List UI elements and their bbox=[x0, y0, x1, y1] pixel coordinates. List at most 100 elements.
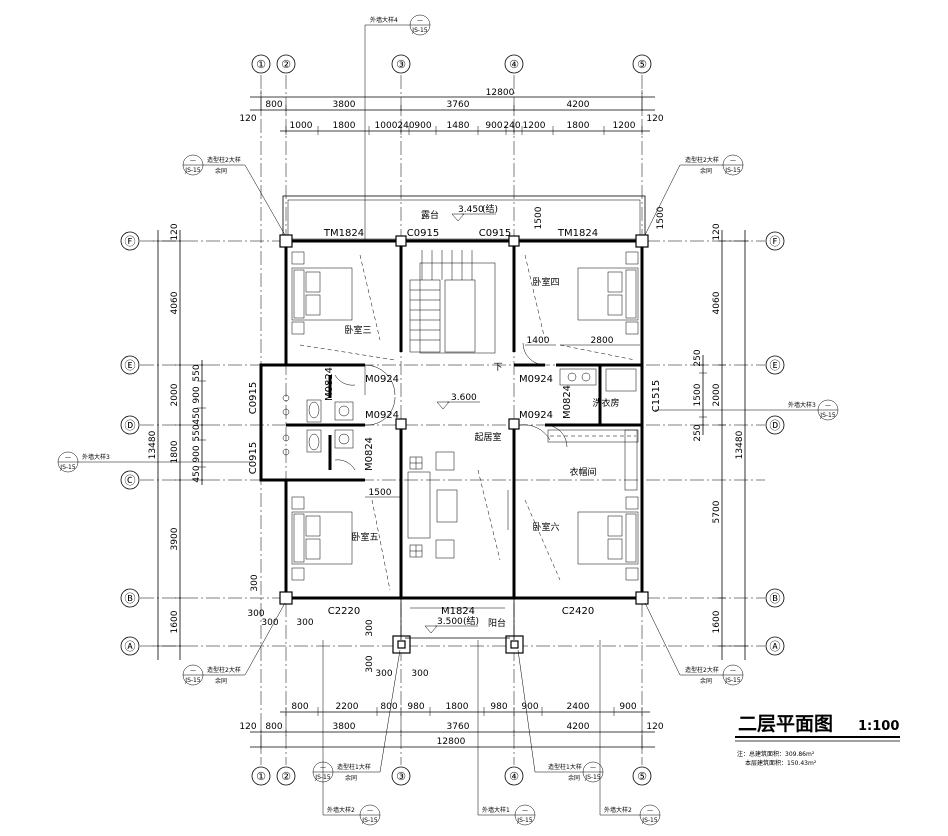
dim-bedroom5-1500: 1500 bbox=[369, 488, 392, 498]
axis-3-bottom: ③ bbox=[396, 770, 406, 783]
axis-5-top: ⑤ bbox=[637, 58, 647, 71]
callout-col1-r-sheet: JS-15 bbox=[584, 774, 601, 781]
label-m0824-1: M0824 bbox=[324, 367, 335, 401]
dim-bot-edge-right: 120 bbox=[646, 722, 663, 732]
label-tm1824-right: TM1824 bbox=[557, 228, 598, 239]
callout-wall4-sheet: JS-15 bbox=[411, 27, 428, 34]
callout-col1-r-dash: — bbox=[590, 764, 596, 771]
label-c1515: C1515 bbox=[651, 380, 662, 412]
callout-wall2-r-text: 外墙大样2 bbox=[604, 806, 632, 814]
label-m0824-3: M0824 bbox=[562, 385, 573, 419]
axis-4-bottom: ④ bbox=[509, 770, 519, 783]
dim-right-r1-2: 5700 bbox=[712, 500, 722, 523]
label-c0915-left1: C0915 bbox=[248, 382, 259, 414]
dim-bot-r2-3: 980 bbox=[407, 702, 424, 712]
axis-2-top: ② bbox=[281, 58, 291, 71]
callout-col2-tl-same: 余同 bbox=[215, 167, 227, 175]
dim-bot-r2-2: 800 bbox=[380, 702, 397, 712]
callout-wall1-dash: — bbox=[522, 807, 528, 814]
label-balcony: 阳台 bbox=[488, 617, 506, 629]
dim-top-edge-right: 120 bbox=[646, 114, 663, 124]
label-tm1824-left: TM1824 bbox=[323, 228, 364, 239]
axis-a-left: Ⓐ bbox=[125, 640, 136, 653]
dim-300-d: 300 bbox=[296, 618, 313, 628]
label-bedroom5: 卧室五 bbox=[351, 531, 378, 543]
dim-300-e: 300 bbox=[365, 619, 375, 636]
dim-300-g: 300 bbox=[375, 669, 392, 679]
dim-top-r2-7: 240 bbox=[503, 121, 520, 131]
label-balcony-elev: 3.500 bbox=[437, 617, 463, 627]
dim-bot-r1-0: 800 bbox=[265, 722, 282, 732]
label-terrace-suffix: (结) bbox=[482, 203, 498, 215]
callout-col1-l-text: 造型柱1大样 bbox=[337, 763, 371, 771]
dim-bot-r2-5: 980 bbox=[490, 702, 507, 712]
dim-300-a: 300 bbox=[250, 574, 260, 591]
drawing-scale: 1:100 bbox=[858, 719, 899, 734]
axis-b-right: Ⓑ bbox=[770, 592, 781, 605]
dim-right-r2-0: 250 bbox=[693, 349, 703, 366]
callout-col2-bl-sheet: JS-15 bbox=[184, 677, 201, 684]
label-laundry: 洗衣房 bbox=[592, 397, 619, 409]
axis-labels: ① ② ③ ④ ⑤ ① ② ③ ④ ⑤ Ⓕ Ⓔ Ⓓ Ⓒ Ⓑ Ⓐ Ⓕ Ⓔ Ⓓ Ⓑ … bbox=[125, 58, 781, 783]
grid-lines bbox=[140, 75, 765, 765]
living-room: 起居室 3.600 bbox=[407, 393, 509, 561]
dim-left-r2-0: 550 bbox=[192, 364, 202, 381]
dim-top-r2-9: 1800 bbox=[567, 121, 590, 131]
label-c0915-a: C0915 bbox=[407, 228, 439, 239]
axis-c-left: Ⓒ bbox=[125, 474, 136, 487]
dim-bot-r1-1: 3800 bbox=[333, 722, 356, 732]
bedroom-four: 卧室四 bbox=[524, 251, 639, 361]
callout-wall1-text: 外墙大样1 bbox=[482, 806, 510, 814]
axis-e-left: Ⓔ bbox=[125, 359, 136, 372]
dim-left-r2-4: 900 bbox=[192, 445, 202, 462]
callout-col2-br-text: 造型柱2大样 bbox=[685, 666, 719, 674]
dim-300-b: 300 bbox=[247, 609, 264, 619]
dim-right-r1-0: 4060 bbox=[712, 291, 722, 314]
area-note-total: 注：总建筑面积：309.86m² bbox=[737, 750, 815, 758]
label-m0924-3: M0924 bbox=[519, 374, 553, 385]
label-c2420: C2420 bbox=[562, 606, 594, 617]
axis-bubbles bbox=[120, 54, 785, 786]
closet-laundry: 衣帽间 洗衣房 1400 2800 bbox=[525, 336, 640, 491]
dim-top-r2-10: 1200 bbox=[613, 121, 636, 131]
dim-top-r2-6: 900 bbox=[485, 121, 502, 131]
dim-top-r2-1: 1800 bbox=[333, 121, 356, 131]
callout-wall3-l-sheet: JS-15 bbox=[59, 464, 76, 471]
callout-col2-bl-text: 造型柱2大样 bbox=[207, 666, 241, 674]
dim-bot-r2-8: 900 bbox=[619, 702, 636, 712]
dim-right-r2-2: 250 bbox=[693, 424, 703, 441]
dim-top-r2-4: 900 bbox=[414, 121, 431, 131]
bathrooms bbox=[282, 394, 354, 456]
bottom-dimensions: 800 2200 800 980 1800 980 900 2400 900 8… bbox=[239, 702, 664, 752]
callout-col2-bl-dash: — bbox=[190, 667, 196, 674]
label-down: 下 bbox=[493, 363, 502, 373]
axis-4-top: ④ bbox=[509, 58, 519, 71]
label-balcony-suffix: (结) bbox=[463, 615, 479, 627]
callout-col2-tl-dash: — bbox=[190, 157, 196, 164]
dim-left-edge: 120 bbox=[170, 223, 180, 240]
label-c2220: C2220 bbox=[328, 606, 360, 617]
callout-col2-tl-text: 造型柱2大样 bbox=[207, 156, 241, 164]
label-bedroom6: 卧室六 bbox=[532, 521, 559, 533]
label-terrace-elev: 3.450 bbox=[458, 205, 484, 215]
label-m0924-1: M0924 bbox=[365, 374, 399, 385]
columns bbox=[279, 234, 649, 654]
label-m0924-4: M0924 bbox=[519, 410, 553, 421]
label-living: 起居室 bbox=[474, 431, 501, 443]
dim-top-r1-3: 4200 bbox=[567, 100, 590, 110]
dim-bot-r1-2: 3760 bbox=[447, 722, 470, 732]
label-bedroom4: 卧室四 bbox=[532, 276, 559, 288]
dim-top-r2-2: 1000 bbox=[375, 121, 398, 131]
dim-bot-r2-7: 2400 bbox=[567, 702, 590, 712]
callout-wall1-sheet: JS-15 bbox=[516, 817, 533, 824]
label-c0915-left2: C0915 bbox=[248, 442, 259, 474]
dim-top-r2-5: 1480 bbox=[447, 121, 470, 131]
axis-f-right: Ⓕ bbox=[770, 235, 781, 248]
dim-left-r1-0: 4060 bbox=[170, 291, 180, 314]
callout-col1-l-sheet: JS-15 bbox=[314, 774, 331, 781]
dim-left-r2-1: 900 bbox=[192, 386, 202, 403]
dim-left-r2-2: 450 bbox=[192, 407, 202, 424]
dim-left-r1-3: 3900 bbox=[170, 527, 180, 550]
dim-1400: 1400 bbox=[527, 336, 550, 346]
dim-top-r1-2: 3760 bbox=[447, 100, 470, 110]
